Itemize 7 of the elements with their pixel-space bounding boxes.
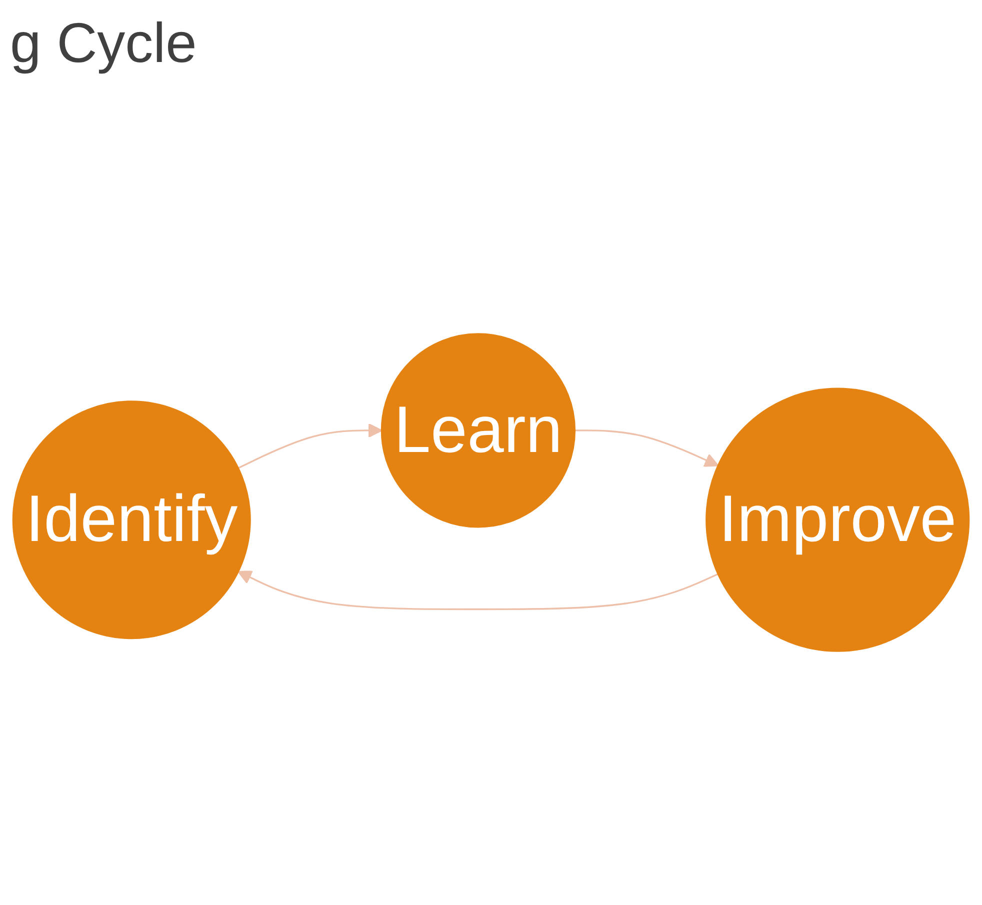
node-circle: Identify	[12, 400, 251, 640]
arrow	[574, 430, 719, 467]
node-circle: Improve	[706, 388, 970, 652]
title: g Cycle	[10, 10, 197, 75]
arrow	[238, 423, 382, 469]
arrow	[238, 570, 718, 610]
node-circle: Learn	[380, 333, 576, 528]
